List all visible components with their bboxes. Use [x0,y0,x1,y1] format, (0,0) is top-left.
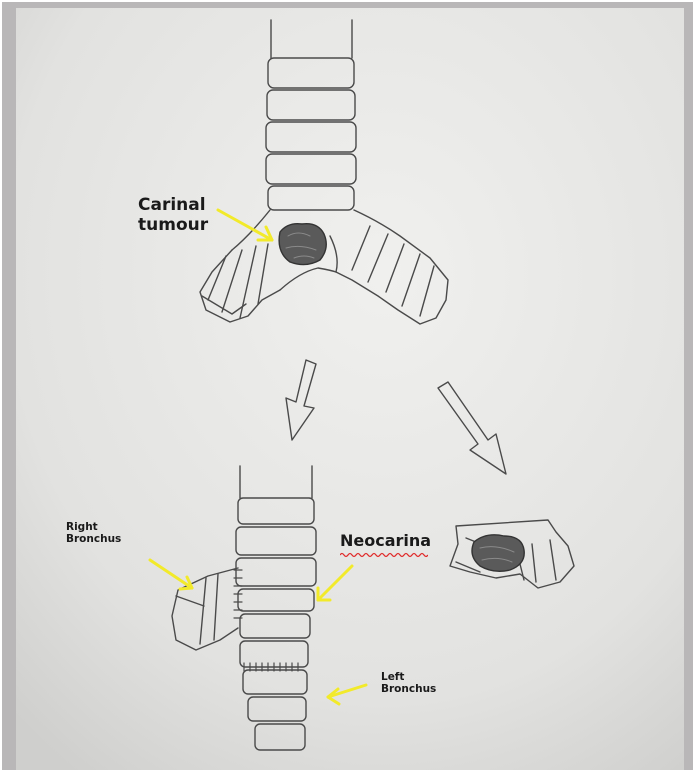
label-carinal-line1: Carinal [138,196,208,216]
spellcheck-squiggle [340,552,428,558]
label-right-bronchus-line1: Right [66,521,121,533]
label-right-bronchus-line2: Bronchus [66,533,121,545]
label-left-bronchus: Left Bronchus [381,671,436,695]
label-left-bronchus-line1: Left [381,671,436,683]
resected-tumour-mass [472,535,524,571]
label-carinal-tumour: Carinal tumour [138,196,208,235]
carinal-tumour-mass [279,224,326,265]
label-neocarina: Neocarina [340,532,431,550]
label-carinal-line2: tumour [138,216,208,236]
label-right-bronchus: Right Bronchus [66,521,121,545]
label-left-bronchus-line2: Bronchus [381,683,436,695]
label-neocarina-wrap: Neocarina [340,532,431,550]
